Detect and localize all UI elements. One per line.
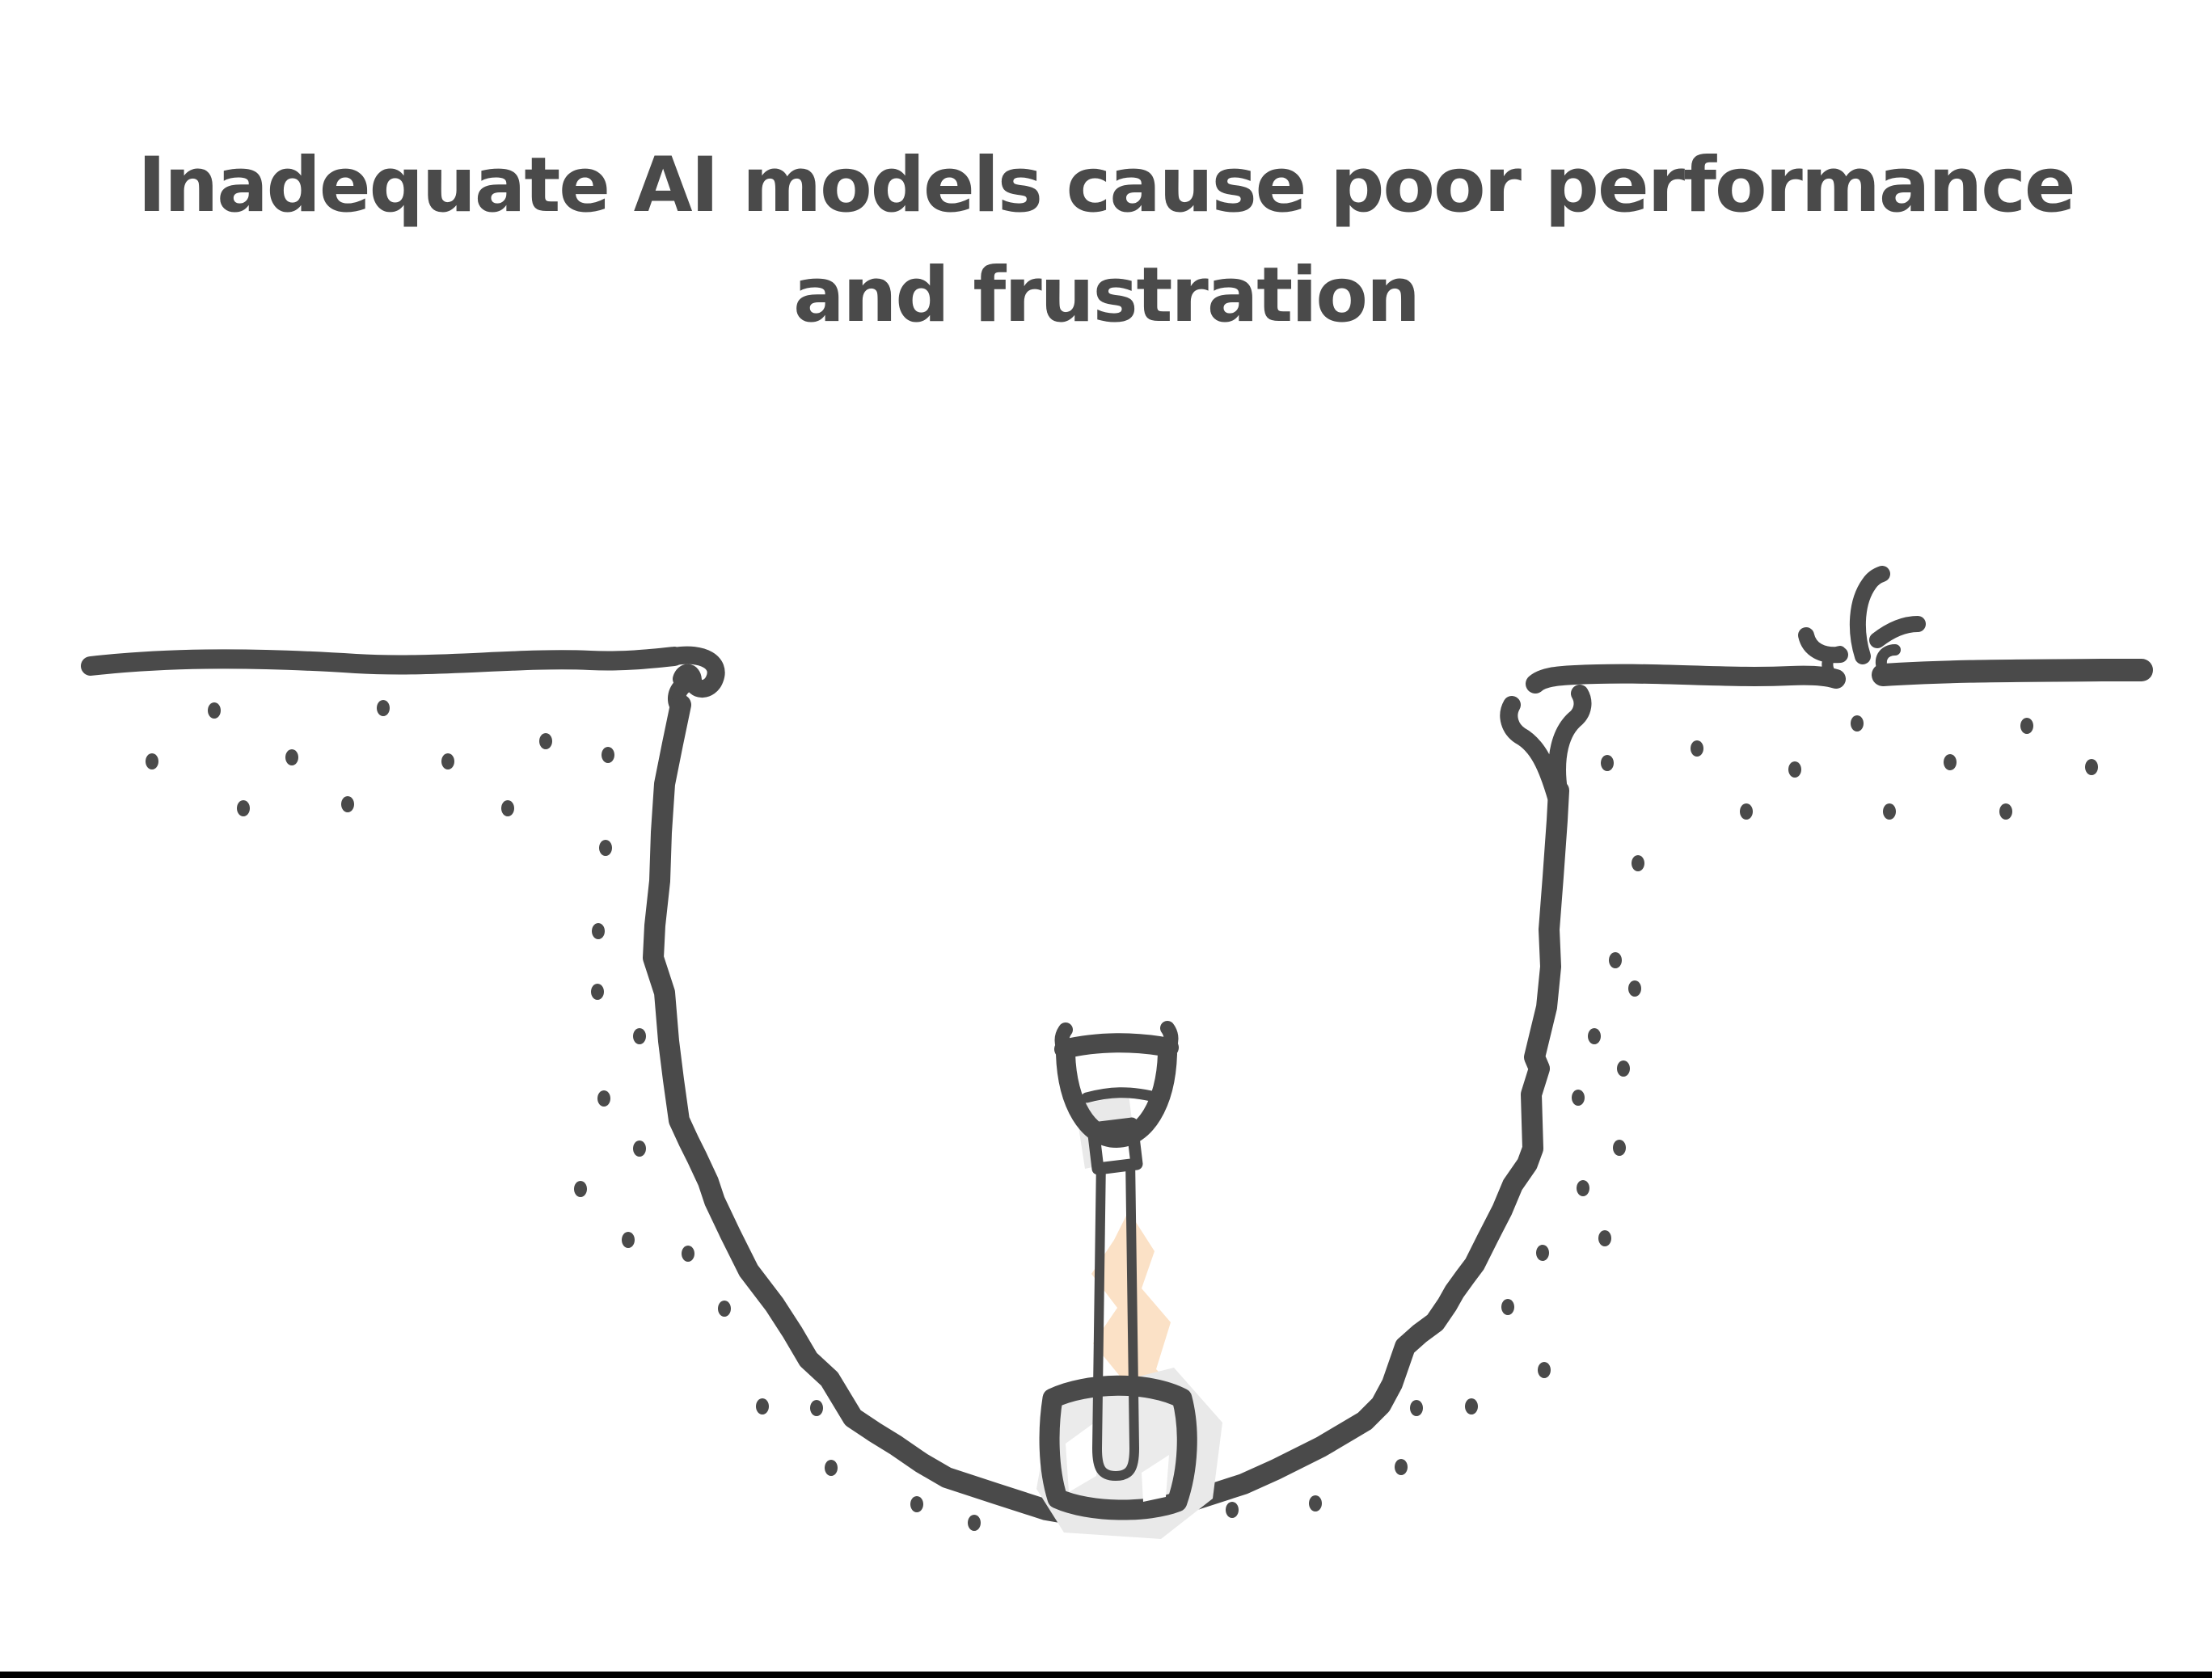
- soil-dot: [208, 702, 221, 719]
- soil-dot: [1613, 1140, 1626, 1156]
- soil-dot: [1617, 1060, 1630, 1077]
- soil-dot: [1538, 1362, 1551, 1378]
- grass-base-right-curl: [1875, 644, 1901, 677]
- soil-dot: [1788, 761, 1801, 778]
- soil-dot: [633, 1140, 646, 1157]
- soil-dot: [1410, 1400, 1423, 1416]
- soil-dot: [1465, 1398, 1478, 1414]
- soil-dot: [377, 700, 390, 716]
- soil-dot: [1572, 1090, 1585, 1106]
- title-line-2: and frustration: [793, 251, 1420, 339]
- soil-dot: [285, 749, 298, 765]
- handle-top-bar: [1054, 1033, 1179, 1059]
- soil-dot: [2085, 759, 2098, 775]
- grass-base-left-curl: [1822, 646, 1846, 680]
- soil-dot: [1598, 1230, 1611, 1246]
- soil-dot: [597, 1090, 610, 1107]
- soil-dot: [968, 1515, 981, 1531]
- soil-dot: [1883, 803, 1896, 820]
- soil-dot: [1395, 1459, 1408, 1475]
- soil-dot: [237, 800, 250, 816]
- soil-dot: [622, 1232, 635, 1248]
- soil-dot: [146, 753, 158, 769]
- soil-dot: [1632, 855, 1644, 871]
- title-line-1: Inadequate AI models cause poor performa…: [137, 141, 2075, 230]
- soil-dot: [1501, 1299, 1514, 1315]
- soil-dot: [718, 1301, 731, 1317]
- soil-dot: [756, 1398, 769, 1414]
- soil-dot: [1999, 803, 2012, 820]
- handle-inner-bar: [1081, 1087, 1157, 1103]
- soil-dot: [1628, 980, 1641, 997]
- soil-dot: [1851, 715, 1864, 731]
- soil-dot: [602, 747, 614, 763]
- ground-line-right-a: [1526, 664, 1846, 694]
- soil-dot: [574, 1181, 587, 1197]
- soil-dot: [539, 733, 552, 749]
- soil-dot: [1588, 1028, 1601, 1044]
- soil-dot: [910, 1496, 923, 1512]
- soil-dot: [1944, 754, 1957, 770]
- soil-dot: [1226, 1502, 1239, 1518]
- soil-dot: [2020, 718, 2033, 734]
- soil-dot: [1309, 1495, 1322, 1511]
- soil-dot: [341, 796, 354, 812]
- soil-dot: [591, 984, 604, 1000]
- soil-dot: [682, 1246, 694, 1262]
- soil-dot: [1536, 1245, 1549, 1261]
- shovel-shaft: [1091, 1153, 1140, 1482]
- soil-dot: [441, 753, 454, 769]
- ground-line-left: [81, 647, 684, 676]
- handle-d-arc: [1056, 1044, 1177, 1148]
- soil-dot: [592, 923, 605, 939]
- shovel-d-handle: [1054, 1021, 1179, 1148]
- grass-tuft: [1798, 566, 1926, 680]
- page-title: Inadequate AI models cause poor performa…: [0, 131, 2212, 351]
- blade-white-accent-2: [1142, 1455, 1169, 1502]
- image-bottom-edge: [0, 1672, 2212, 1678]
- soil-dot: [1601, 755, 1614, 771]
- grass-blade-right: [1869, 616, 1926, 648]
- right-rim-flourish: [1500, 685, 1592, 809]
- soil-dot: [599, 840, 612, 856]
- soil-dot: [1691, 740, 1703, 757]
- soil-dot: [633, 1028, 646, 1044]
- soil-dots: [146, 700, 2098, 1531]
- soil-dot: [1740, 803, 1753, 820]
- soil-dot: [1577, 1180, 1589, 1196]
- soil-dot: [501, 800, 514, 816]
- blade-white-accent-1: [1066, 1418, 1101, 1492]
- soil-dot: [810, 1400, 823, 1416]
- soil-dot: [825, 1460, 838, 1476]
- ground-line-right-b: [1872, 659, 2153, 686]
- grass-blade-middle: [1849, 566, 1890, 664]
- soil-dot: [1609, 952, 1622, 968]
